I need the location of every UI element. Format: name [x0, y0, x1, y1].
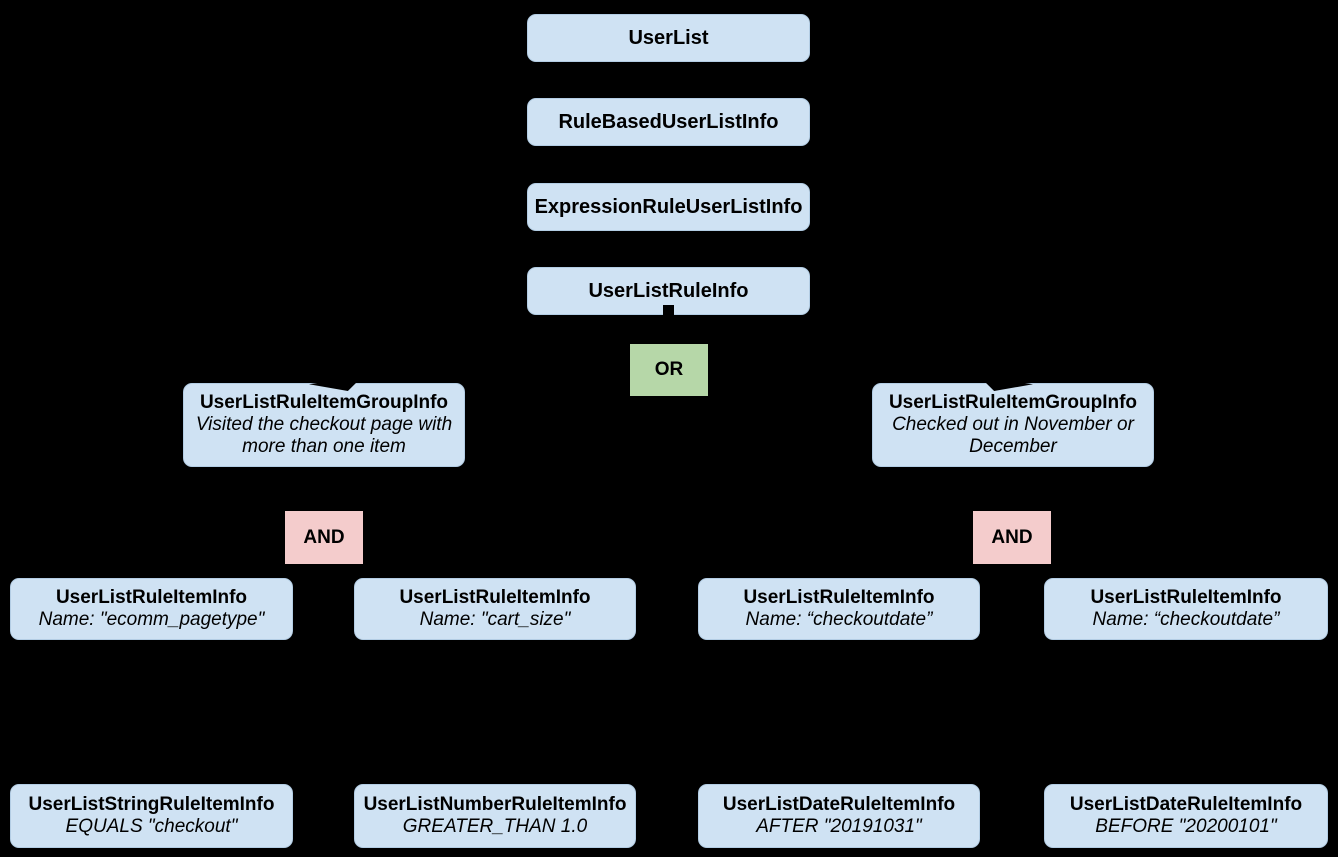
node-rule-item-checkoutdate-after: UserListRuleItemInfo Name: “checkoutdate… — [698, 578, 980, 640]
node-number-rule-item-info: UserListNumberRuleItemInfo GREATER_THAN … — [354, 784, 636, 848]
or-operator-label: OR — [654, 359, 684, 380]
node-and-operator-right: AND — [973, 511, 1051, 564]
rule-item-3-title: UserListRuleItemInfo — [743, 587, 935, 608]
and-operator-right-label: AND — [991, 526, 1033, 548]
node-rule-based-user-list-info: RuleBasedUserListInfo — [527, 98, 810, 146]
operand-4-description: BEFORE "20200101" — [1095, 816, 1277, 837]
operand-4-title: UserListDateRuleItemInfo — [1069, 794, 1303, 815]
node-expression-rule-user-list-info: ExpressionRuleUserListInfo — [527, 183, 810, 231]
operand-2-title: UserListNumberRuleItemInfo — [363, 794, 627, 815]
operand-1-description: EQUALS "checkout" — [65, 816, 238, 837]
node-rule-based-user-list-info-label: RuleBasedUserListInfo — [558, 111, 779, 133]
rule-item-2-description: Name: "cart_size" — [419, 609, 571, 630]
rule-item-4-description: Name: “checkoutdate” — [1092, 609, 1280, 630]
rule-item-4-title: UserListRuleItemInfo — [1090, 587, 1282, 608]
rule-item-3-description: Name: “checkoutdate” — [745, 609, 933, 630]
node-userlist: UserList — [527, 14, 810, 62]
node-and-operator-left: AND — [285, 511, 363, 564]
node-date-rule-item-info-before: UserListDateRuleItemInfo BEFORE "2020010… — [1044, 784, 1328, 848]
group-left-description: Visited the checkout page with more than… — [195, 414, 453, 457]
node-userlist-label: UserList — [628, 27, 709, 49]
node-rule-item-group-left: UserListRuleItemGroupInfo Visited the ch… — [183, 383, 465, 467]
and-operator-left-label: AND — [303, 526, 345, 548]
node-rule-item-cart-size: UserListRuleItemInfo Name: "cart_size" — [354, 578, 636, 640]
node-string-rule-item-info: UserListStringRuleItemInfo EQUALS "check… — [10, 784, 293, 848]
node-user-list-rule-info-label: UserListRuleInfo — [588, 280, 749, 302]
operand-1-title: UserListStringRuleItemInfo — [28, 794, 275, 815]
group-left-title: UserListRuleItemGroupInfo — [199, 392, 449, 413]
operand-3-description: AFTER "20191031" — [756, 816, 922, 837]
operand-2-description: GREATER_THAN 1.0 — [402, 816, 588, 837]
rule-item-1-description: Name: "ecomm_pagetype" — [38, 609, 265, 630]
node-rule-item-group-right: UserListRuleItemGroupInfo Checked out in… — [872, 383, 1154, 467]
node-date-rule-item-info-after: UserListDateRuleItemInfo AFTER "20191031… — [698, 784, 980, 848]
connector-stub — [663, 305, 674, 315]
operand-3-title: UserListDateRuleItemInfo — [722, 794, 956, 815]
group-right-title: UserListRuleItemGroupInfo — [888, 392, 1138, 413]
node-rule-item-ecomm-pagetype: UserListRuleItemInfo Name: "ecomm_pagety… — [10, 578, 293, 640]
node-expression-rule-user-list-info-label: ExpressionRuleUserListInfo — [534, 196, 803, 218]
group-right-description: Checked out in November or December — [892, 414, 1134, 457]
rule-item-2-title: UserListRuleItemInfo — [399, 587, 591, 608]
rule-item-1-title: UserListRuleItemInfo — [55, 587, 248, 608]
node-rule-item-checkoutdate-before: UserListRuleItemInfo Name: “checkoutdate… — [1044, 578, 1328, 640]
node-or-operator: OR — [630, 344, 708, 396]
